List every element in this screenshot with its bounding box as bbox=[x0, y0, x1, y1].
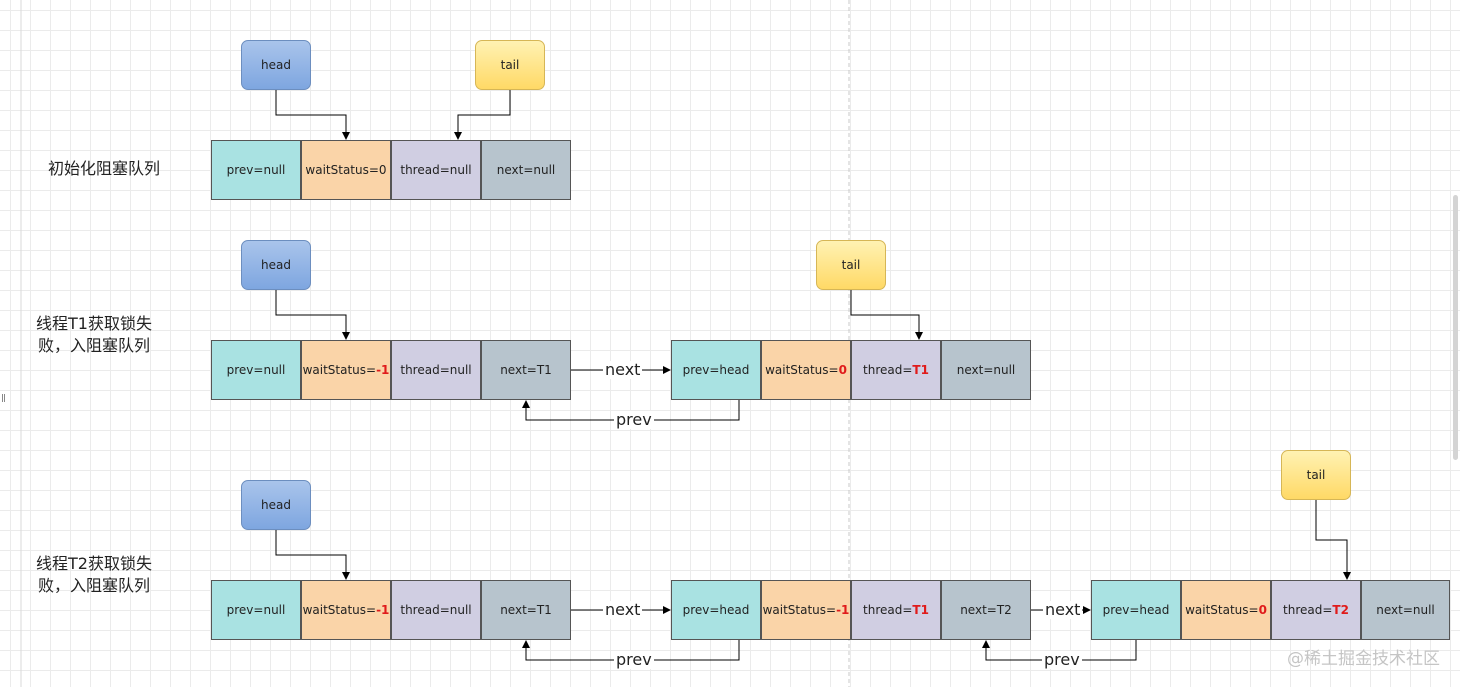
wait-status-field: waitStatus=0 bbox=[761, 340, 851, 400]
row-label-t1: 线程T1获取锁失 败，入阻塞队列 bbox=[36, 313, 152, 357]
thread-key: thread= bbox=[863, 363, 913, 377]
thread-value: T1 bbox=[912, 363, 929, 377]
vertical-scrollbar[interactable] bbox=[1453, 195, 1458, 460]
prev-field: prev=null bbox=[211, 580, 301, 640]
thread-key: thread= bbox=[863, 603, 913, 617]
head-pointer[interactable]: head bbox=[241, 240, 311, 290]
wait-status-field: waitStatus=0 bbox=[1181, 580, 1271, 640]
wait-status-key: waitStatus= bbox=[1185, 603, 1259, 617]
wait-status-key: waitStatus= bbox=[765, 363, 839, 377]
row-label-init: 初始化阻塞队列 bbox=[48, 159, 161, 178]
row-label-line: 线程T1获取锁失 bbox=[36, 314, 152, 333]
row-label-line: 败，入阻塞队列 bbox=[38, 336, 151, 355]
wait-status-value: -1 bbox=[376, 363, 390, 377]
head-pointer[interactable]: head bbox=[241, 480, 311, 530]
tail-pointer[interactable]: tail bbox=[1281, 450, 1351, 500]
tail-to-node-arrow bbox=[1315, 500, 1351, 580]
thread-key: thread= bbox=[1283, 603, 1333, 617]
thread-value: T1 bbox=[912, 603, 929, 617]
next-edge-label: next bbox=[1043, 600, 1083, 619]
row-label-line: 败，入阻塞队列 bbox=[38, 576, 151, 595]
prev-edge-label: prev bbox=[614, 650, 654, 669]
prev-edge-label: prev bbox=[614, 410, 654, 429]
row-label-line: 线程T2获取锁失 bbox=[36, 554, 152, 573]
resize-handle-icon[interactable] bbox=[2, 394, 5, 402]
wait-status-field: waitStatus=-1 bbox=[761, 580, 851, 640]
thread-field: thread=null bbox=[391, 140, 481, 200]
next-field: next=null bbox=[941, 340, 1031, 400]
thread-value: T2 bbox=[1332, 603, 1349, 617]
thread-field: thread=null bbox=[391, 340, 481, 400]
thread-field: thread=T1 bbox=[851, 340, 941, 400]
wait-status-value: -1 bbox=[836, 603, 850, 617]
tail-to-node-arrow bbox=[850, 290, 923, 340]
next-field: next=T2 bbox=[941, 580, 1031, 640]
next-field: next=T1 bbox=[481, 340, 571, 400]
wait-status-key: waitStatus= bbox=[762, 603, 837, 617]
prev-field: prev=head bbox=[671, 340, 761, 400]
head-to-node-arrow bbox=[275, 530, 350, 580]
head-to-node-arrow bbox=[275, 290, 350, 340]
next-edge-label: next bbox=[603, 600, 643, 619]
prev-field: prev=null bbox=[211, 140, 301, 200]
head-to-node-arrow bbox=[275, 90, 350, 140]
wait-status-value: 0 bbox=[1258, 603, 1267, 617]
tail-pointer[interactable]: tail bbox=[475, 40, 545, 90]
wait-status-field: waitStatus=-1 bbox=[301, 340, 391, 400]
wait-status-value: 0 bbox=[838, 363, 847, 377]
next-field: next=T1 bbox=[481, 580, 571, 640]
prev-field: prev=head bbox=[1091, 580, 1181, 640]
thread-field: thread=T1 bbox=[851, 580, 941, 640]
watermark: @稀土掘金技术社区 bbox=[1287, 649, 1440, 669]
row-label-t2: 线程T2获取锁失 败，入阻塞队列 bbox=[36, 553, 152, 597]
tail-to-node-arrow bbox=[454, 90, 511, 140]
prev-edge-label: prev bbox=[1042, 650, 1082, 669]
wait-status-key: waitStatus= bbox=[302, 363, 377, 377]
wait-status-field: waitStatus=0 bbox=[301, 140, 391, 200]
head-pointer[interactable]: head bbox=[241, 40, 311, 90]
thread-field: thread=T2 bbox=[1271, 580, 1361, 640]
wait-status-value: -1 bbox=[376, 603, 390, 617]
prev-field: prev=null bbox=[211, 340, 301, 400]
next-edge-label: next bbox=[603, 360, 643, 379]
next-field: next=null bbox=[1361, 580, 1450, 640]
thread-field: thread=null bbox=[391, 580, 481, 640]
next-field: next=null bbox=[481, 140, 571, 200]
wait-status-key: waitStatus= bbox=[302, 603, 377, 617]
tail-pointer[interactable]: tail bbox=[816, 240, 886, 290]
wait-status-field: waitStatus=-1 bbox=[301, 580, 391, 640]
prev-field: prev=head bbox=[671, 580, 761, 640]
